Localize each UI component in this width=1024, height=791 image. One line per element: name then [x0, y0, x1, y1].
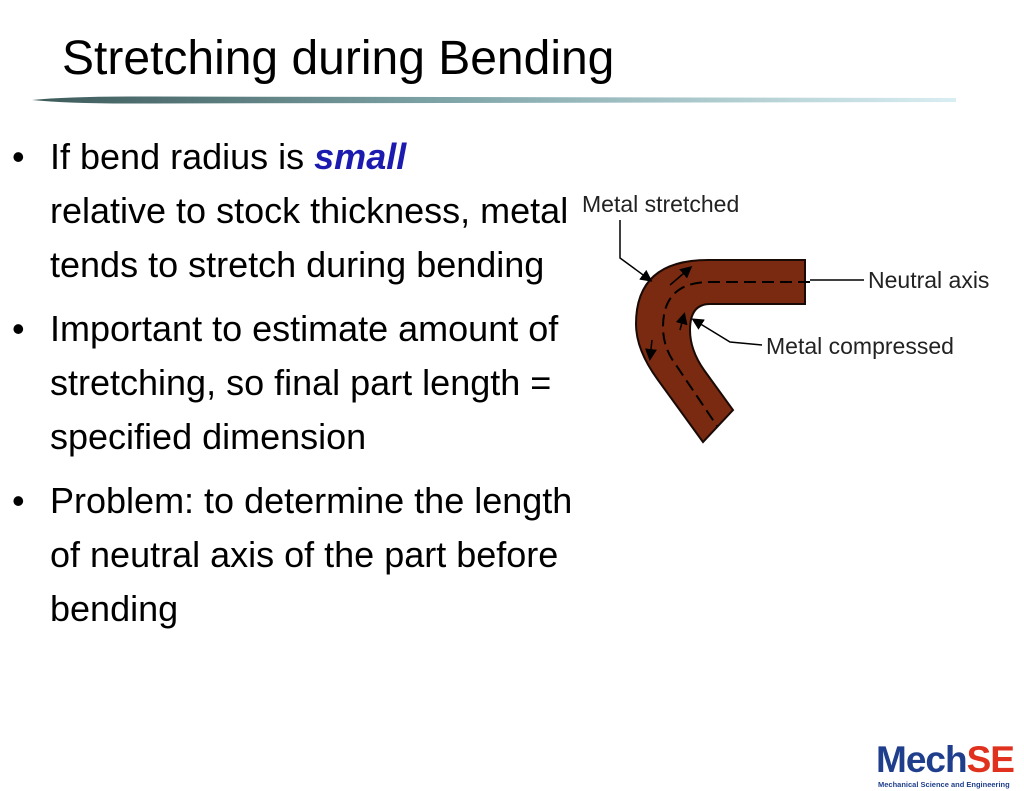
label-metal-stretched: Metal stretched: [582, 191, 739, 217]
flow-arrow: [645, 339, 657, 361]
bending-diagram: Metal stretched Neutral axis Metal compr…: [582, 191, 989, 444]
logo-tagline: Mechanical Science and Engineering: [878, 780, 1010, 789]
bullet-item-estimate: • Important to estimate amount of stretc…: [0, 302, 590, 464]
logo-se: SE: [966, 739, 1015, 780]
logo-wordmark: MechSE: [876, 736, 1015, 784]
compress-arrow: [675, 312, 688, 331]
compressed-leader: [691, 318, 763, 346]
bullet-item-problem: • Problem: to determine the length of ne…: [0, 474, 590, 636]
stretched-leader: [619, 220, 653, 282]
bullet-text: Important to estimate amount of stretchi…: [50, 308, 559, 457]
bullet-item-small-radius: • If bend radius is small relative to st…: [0, 130, 590, 292]
emphasis-word: small: [314, 136, 407, 177]
bullet-list: • If bend radius is small relative to st…: [0, 130, 590, 646]
bullet-glyph: •: [12, 136, 25, 177]
label-neutral-axis: Neutral axis: [868, 267, 989, 293]
label-metal-compressed: Metal compressed: [766, 333, 954, 359]
bullet-text: relative to stock thickness, metal tends…: [50, 190, 569, 285]
slide-title: Stretching during Bending: [62, 32, 615, 85]
logo-mech: Mech: [876, 739, 968, 780]
bullet-glyph: •: [12, 480, 25, 521]
neutral-axis-line: [661, 281, 810, 427]
bullet-prefix: If bend radius is: [50, 136, 315, 177]
mechse-logo: MechSE Mechanical Science and Engineerin…: [876, 739, 1024, 791]
bullet-text: Problem: to determine the length of neut…: [50, 480, 573, 629]
bullet-glyph: •: [12, 308, 25, 349]
title-divider: [32, 96, 956, 104]
stretch-arrow: [669, 266, 693, 286]
